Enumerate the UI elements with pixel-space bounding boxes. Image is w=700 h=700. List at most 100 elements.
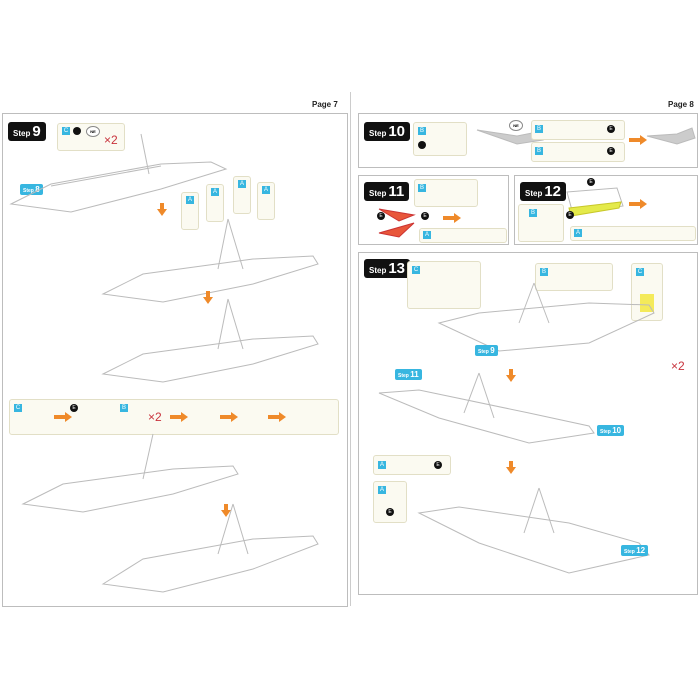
arrow-right (629, 199, 647, 209)
arrow-right (268, 412, 286, 422)
part-e-dot: E (587, 178, 595, 186)
part-number-dot (418, 141, 426, 149)
ship-illustration (378, 372, 595, 444)
sheet-letter: C (636, 268, 644, 276)
ship-illustration (101, 503, 319, 593)
part-e-dot: E (70, 404, 78, 412)
page-divider (350, 92, 351, 606)
page-label-7: Page 7 (312, 100, 338, 109)
ref-number: 9 (490, 346, 495, 355)
sheet-letter: A (238, 180, 246, 188)
deck-illustration (566, 187, 624, 217)
ref-word: Step (478, 349, 489, 355)
sheet-letter: B (418, 184, 426, 192)
sheet-letter: A (574, 229, 582, 237)
step-word: Step (13, 129, 31, 138)
step-12-ref: Step 12 (621, 545, 649, 556)
ship-illustration (21, 433, 239, 513)
arrow-right (629, 135, 647, 145)
mast-callout: A (181, 192, 199, 230)
sheet-letter: A (262, 186, 270, 194)
step-number: 13 (388, 260, 406, 277)
step-number: 10 (388, 123, 406, 140)
sheet-letter: B (535, 125, 543, 133)
step-number: 11 (388, 183, 405, 200)
flag-callout: C (407, 261, 481, 309)
arrow-down (157, 203, 167, 216)
parts-callout: B (413, 122, 467, 156)
arrow-right (170, 412, 188, 422)
mast-callout: A (206, 184, 224, 222)
parts-callout: A (570, 226, 696, 241)
sheet-letter: B (540, 268, 548, 276)
ref-word: Step (624, 549, 635, 555)
ship-illustration (437, 282, 655, 352)
step-word: Step (525, 189, 543, 198)
parts-callout: A (419, 228, 507, 243)
sheet-letter: A (378, 486, 386, 494)
ship-illustration (101, 298, 319, 383)
ship-illustration (9, 133, 228, 213)
sheet-letter: B (535, 147, 543, 155)
ne-mark: NE (86, 126, 100, 137)
arrow-right (220, 412, 238, 422)
sheet-letter: A (378, 461, 386, 469)
mast-callout: A (233, 176, 251, 214)
parts-callout: B (535, 263, 613, 291)
ref-word: Step (23, 188, 34, 194)
ship-illustration (417, 487, 650, 574)
part-e-dot: E (421, 212, 429, 220)
sheet-letter: B (120, 404, 128, 412)
ne-mark: NE (509, 120, 523, 131)
arrow-down (203, 291, 213, 304)
arrow-right (443, 213, 461, 223)
sheet-letter: C (14, 404, 22, 412)
sheet-letter: B (418, 127, 426, 135)
step-word: Step (369, 266, 387, 275)
arrow-down (506, 369, 516, 382)
sheet-letter: C (62, 127, 70, 135)
sheet-letter: A (186, 196, 194, 204)
quantity-x2: ×2 (148, 410, 162, 424)
step-8-ref: Step 8 (20, 184, 43, 195)
step-10-ref: Step 10 (597, 425, 625, 436)
assembly-callout: C E B ×2 (9, 399, 339, 435)
ref-number: 8 (35, 185, 40, 194)
ref-number: 11 (410, 370, 419, 379)
parts-callout: B (414, 179, 478, 207)
ship-illustration (101, 218, 319, 303)
arrow-down (506, 461, 516, 474)
parts-callout: C NE ×2 (57, 123, 125, 151)
ref-number: 10 (612, 426, 622, 435)
rudder-illustration (646, 127, 696, 145)
sheet-letter: A (423, 231, 431, 239)
quantity-x2: ×2 (671, 359, 685, 373)
part-number-dot (73, 127, 81, 135)
step-11-ref: Step 11 (395, 369, 422, 380)
part-e-dot: E (386, 508, 394, 516)
part-e-dot: E (377, 212, 385, 220)
part-e-dot: E (434, 461, 442, 469)
sheet-letter: C (412, 266, 420, 274)
arrow-right (54, 412, 72, 422)
fin-illustration (378, 208, 416, 238)
part-e-dot: E (607, 125, 615, 133)
quantity-x2: ×2 (104, 133, 118, 147)
sheet-letter: A (211, 188, 219, 196)
step-number: 12 (544, 183, 562, 200)
flag-callout: C (631, 263, 663, 321)
arrow-down (221, 504, 231, 517)
parts-callout: B (518, 204, 564, 242)
